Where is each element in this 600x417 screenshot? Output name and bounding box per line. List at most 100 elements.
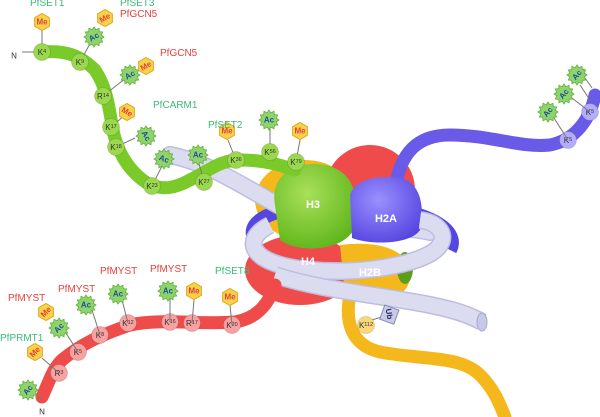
methyl-icon: [34, 12, 50, 32]
enzyme-label: PfMYST: [100, 266, 137, 277]
enzyme-label: PfSET2: [208, 120, 243, 131]
h2b-tail: [341, 288, 512, 417]
acetyl-label: Ac: [264, 116, 275, 125]
modification-link: [121, 299, 129, 324]
enzyme-label: PfSET8: [215, 266, 250, 277]
h4-residue-label: K12: [122, 319, 133, 328]
h4-n-terminus: N: [39, 408, 45, 417]
acetyl-label: Ac: [158, 153, 171, 165]
h3-residue-label: K17: [105, 123, 116, 132]
methyl-icon: [27, 342, 43, 362]
h3-residue: [195, 173, 213, 191]
modification-link: [571, 97, 591, 113]
h3-residue: [33, 43, 51, 61]
enzyme-label: PfSET1: [30, 0, 65, 9]
modification-link: [229, 304, 233, 326]
h3-residue-label: K18: [110, 143, 121, 152]
h3-core: [274, 164, 357, 249]
h3-residue: [227, 151, 245, 169]
h2a-core: [350, 177, 422, 243]
enzyme-label: PfMYST: [150, 264, 187, 275]
acetyl-icon: [135, 125, 157, 147]
methyl-icon: [138, 56, 154, 76]
methyl-icon: [186, 281, 202, 301]
h4-label: H4: [301, 256, 316, 268]
acetyl-label: Ac: [163, 287, 174, 296]
enzyme-label: PfPRMT1: [0, 333, 44, 344]
ubiquitin-icon: [379, 304, 400, 325]
methyl-label: Me: [36, 18, 48, 27]
modification-link: [191, 299, 195, 324]
h3-residue-label: K56: [264, 148, 275, 157]
modification-link: [553, 117, 569, 141]
acetyl-icon: [153, 148, 175, 170]
methyl-icon: [38, 302, 54, 322]
h2b-residue: [357, 316, 375, 334]
acetyl-icon: [553, 83, 575, 105]
h3-residue: [143, 177, 161, 195]
h3-residue: [107, 138, 125, 156]
h4-residue-label: R3: [55, 369, 64, 378]
enzyme-label: PfMYST: [8, 293, 45, 304]
h3-label: H3: [306, 199, 320, 211]
h3-residue: [71, 53, 89, 71]
modification-link: [63, 329, 79, 353]
h2a-label: H2A: [375, 213, 397, 225]
h3-residue-label: K36: [230, 156, 241, 165]
h4-residue-label: K16: [164, 318, 175, 327]
methyl-label: Me: [188, 287, 200, 296]
h2b-residue-label: K112: [359, 321, 373, 330]
h4-residue-label: K20: [226, 321, 237, 330]
h2a-residue-label: K5: [586, 108, 594, 117]
methyl-icon: [119, 102, 135, 122]
acetyl-icon: [187, 144, 209, 166]
methyl-label: Me: [221, 127, 233, 136]
acetyl-label: Ac: [81, 301, 92, 310]
acetyl-icon: [75, 294, 97, 316]
enzyme-label: PfGCN5: [120, 9, 158, 20]
h3-residue: [261, 143, 279, 161]
methyl-label: Me: [294, 127, 306, 136]
h3-residue: [94, 87, 112, 105]
acetyl-icon: [566, 64, 588, 86]
enzyme-label: PfSET3: [120, 0, 155, 9]
enzyme-label: PfCARM1: [153, 100, 198, 111]
acetyl-icon: [107, 283, 129, 305]
enzyme-label: PfGCN5: [160, 48, 198, 59]
acetyl-label: Ac: [113, 290, 124, 299]
acetyl-icon: [17, 379, 39, 401]
h4-tail: [35, 278, 282, 404]
modification-link: [41, 357, 60, 374]
dna-end-cap: [476, 312, 488, 332]
enzyme-label: PfMYST: [58, 284, 95, 295]
h3-residue-label: K27: [198, 178, 209, 187]
h2a-residue-label: K5: [564, 136, 572, 145]
h3-residue-label: K79: [290, 158, 301, 167]
acetyl-icon: [119, 64, 141, 86]
methyl-icon: [222, 287, 238, 307]
methyl-icon: [292, 121, 308, 141]
modification-link: [584, 77, 593, 89]
modification-link: [579, 84, 591, 101]
methyl-label: Me: [224, 293, 236, 302]
dna-exit-strand-fill: [272, 267, 486, 329]
methyl-icon: [219, 121, 235, 141]
methyl-icon: [97, 8, 113, 28]
ubiquitin-label: Ub: [384, 308, 395, 320]
h3-residue: [102, 118, 120, 136]
acetyl-icon: [258, 109, 280, 131]
h3-residue-label: K23: [146, 182, 157, 191]
acetyl-icon: [157, 280, 179, 302]
acetyl-icon: [83, 26, 105, 48]
h4-residue-label: K5: [74, 348, 82, 357]
dna-front-loop-fill: [246, 212, 450, 279]
modification-link: [91, 309, 101, 336]
h3-residue-label: K9: [76, 58, 84, 67]
acetyl-icon: [48, 317, 70, 339]
h3-residue: [287, 153, 305, 171]
h4-residue-label: K8: [96, 331, 104, 340]
acetyl-label: Ac: [193, 151, 204, 160]
h3-residue-label: K4: [38, 48, 46, 57]
